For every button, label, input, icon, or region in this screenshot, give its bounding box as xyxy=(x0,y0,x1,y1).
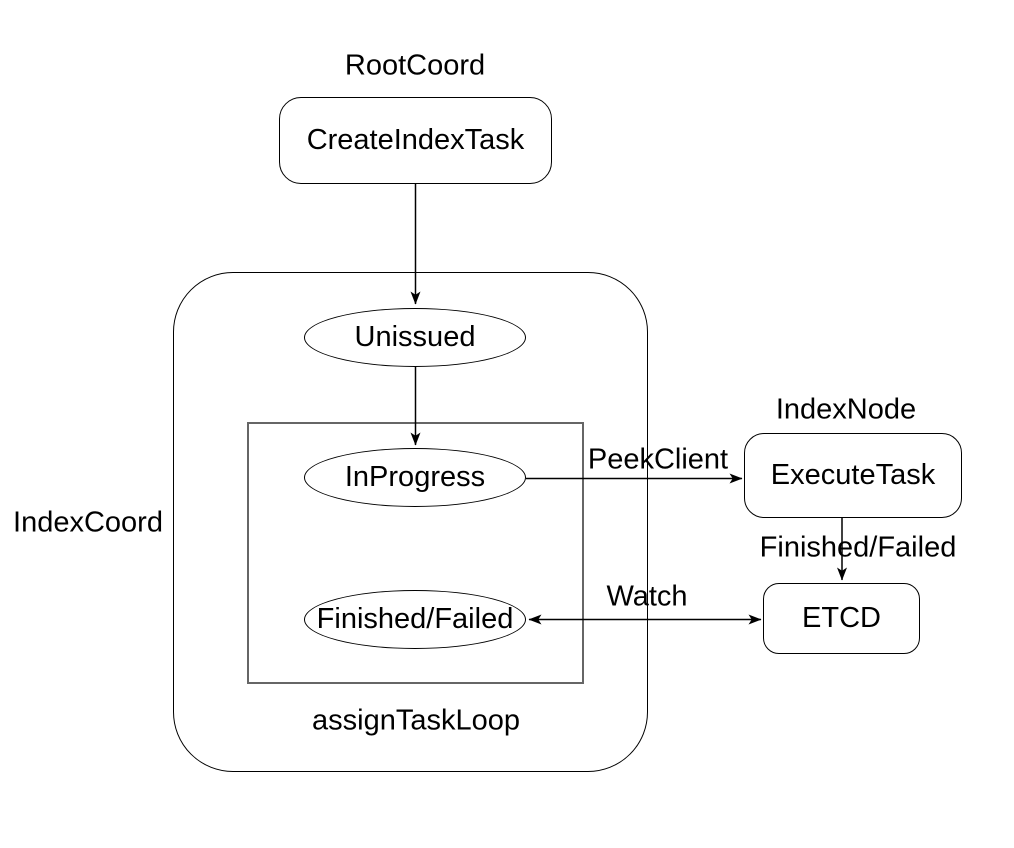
node-execute-task-label: ExecuteTask xyxy=(770,459,936,491)
node-finished-failed: Finished/Failed xyxy=(304,590,526,649)
node-etcd-label: ETCD xyxy=(802,602,881,634)
label-indexcoord: IndexCoord xyxy=(13,506,163,539)
label-assigntaskloop: assignTaskLoop xyxy=(312,704,520,737)
node-create-index-task: CreateIndexTask xyxy=(279,97,552,184)
node-unissued: Unissued xyxy=(304,308,526,367)
label-indexnode: IndexNode xyxy=(775,393,917,426)
edge-label-watch: Watch xyxy=(606,580,688,613)
edge-label-peekclient: PeekClient xyxy=(587,443,729,476)
node-unissued-label: Unissued xyxy=(354,321,476,353)
index-coord-group-box xyxy=(173,272,648,772)
label-rootcoord: RootCoord xyxy=(344,49,486,82)
node-execute-task: ExecuteTask xyxy=(744,433,962,518)
node-finished-failed-label: Finished/Failed xyxy=(316,603,514,635)
node-create-index-task-label: CreateIndexTask xyxy=(306,124,525,156)
node-etcd: ETCD xyxy=(763,583,920,654)
edge-label-finished-failed: Finished/Failed xyxy=(759,531,957,564)
node-in-progress: InProgress xyxy=(304,448,526,507)
node-in-progress-label: InProgress xyxy=(344,461,486,493)
